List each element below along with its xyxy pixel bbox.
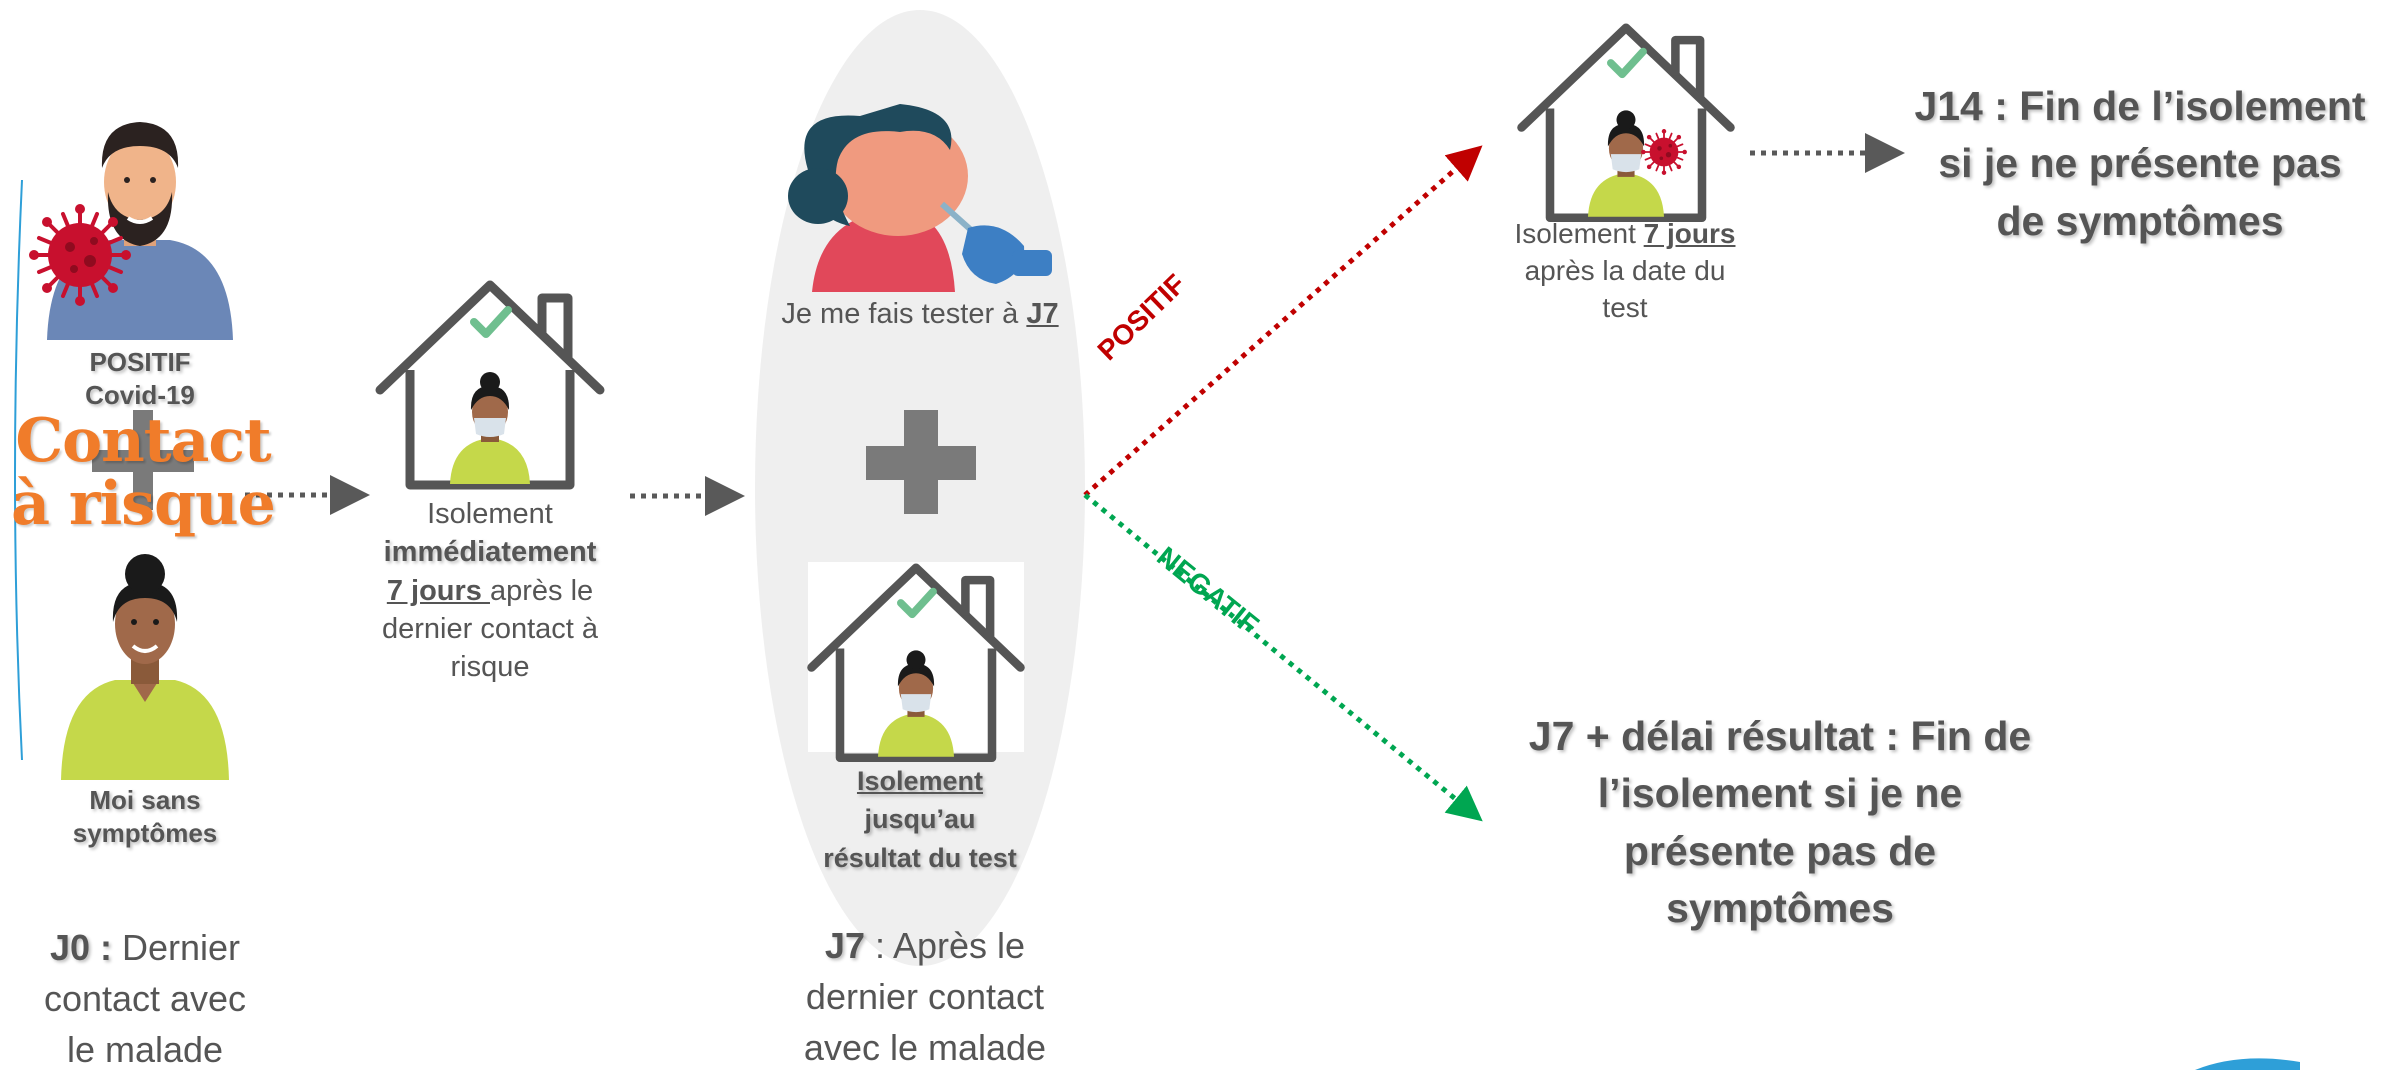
isolation-line3-rest: après le	[489, 574, 594, 607]
j7-line2: dernier contact	[805, 976, 1045, 1018]
isolation-house-icon	[380, 285, 600, 485]
overlay-line2: à risque	[11, 469, 276, 539]
j0-caption: J0 : Dernier contact avec le malade	[10, 922, 280, 1075]
me-person-label: Moi sans symptômes	[40, 784, 250, 849]
j14-end-text: J14 : Fin de l’isolement si je ne présen…	[1905, 78, 2375, 250]
isolation-until-result: Isolement jusqu’au résultat du test	[770, 762, 1070, 877]
j0-line1: Dernier	[122, 927, 241, 968]
j14-line1: J14 : Fin de l’isolement	[1914, 83, 2366, 129]
j14-line2: si je ne présente pas	[1938, 140, 2342, 187]
j14-line3: de symptômes	[1996, 197, 2284, 244]
pos-isolation-line1: Isolement	[1514, 218, 1644, 249]
isolation-line1: Isolement	[427, 498, 553, 530]
positive-branch-label: POSITIF	[1091, 268, 1191, 366]
neg-line1: J7 + délai résultat : Fin de	[1528, 713, 2032, 759]
neg-line4: symptômes	[1666, 885, 1894, 932]
test-caption-day: J7	[1026, 298, 1059, 330]
virus-small-icon	[1640, 128, 1688, 176]
j7-key: J7	[824, 925, 865, 966]
nasal-test-illustration	[788, 104, 1052, 292]
positive-person-label: POSITIF Covid-19	[40, 346, 240, 411]
overlay-line1: Contact	[15, 406, 271, 476]
until-result-line3: résultat du test	[823, 842, 1017, 873]
j7-line1: : Après le	[864, 925, 1026, 966]
me-label-line2: symptômes	[72, 817, 218, 848]
until-result-title: Isolement	[856, 766, 984, 796]
negative-end-text: J7 + délai résultat : Fin de l’isolement…	[1490, 708, 2070, 938]
arrow-positive-branch	[1083, 145, 1483, 497]
j0-line3: le malade	[66, 1029, 224, 1071]
negative-branch-label: NEGATIF	[1151, 541, 1264, 641]
positive-label-line2: Covid-19	[85, 379, 195, 410]
arrow-negative-branch	[1083, 493, 1483, 822]
isolation-step-caption: Isolement immédiatement 7 jours après le…	[345, 495, 635, 686]
pos-isolation-days: 7 jours	[1643, 218, 1736, 249]
isolation-line4: dernier contact à	[381, 612, 598, 645]
positive-isolation-caption: Isolement 7 jours après la date du test	[1480, 216, 1770, 327]
positive-house-icon	[1522, 28, 1731, 218]
neg-line2: l’isolement si je ne	[1597, 770, 1963, 817]
pos-isolation-line3: test	[1602, 291, 1648, 323]
test-caption: Je me fais tester à J7	[740, 296, 1100, 332]
plus-icon-oval	[866, 410, 976, 514]
isolation-days: 7 jours	[386, 574, 490, 607]
isolation-line2: immédiatement	[383, 536, 597, 569]
left-bracket	[14, 179, 23, 761]
test-caption-text: Je me fais tester à	[781, 298, 1027, 330]
positive-label-line1: POSITIF	[89, 347, 191, 377]
me-person-illustration	[61, 554, 229, 780]
corner-decoration	[2195, 1058, 2300, 1070]
virus-icon	[27, 202, 133, 308]
j7-caption: J7 : Après le dernier contact avec le ma…	[760, 920, 1090, 1073]
until-result-line2: jusqu’au	[864, 804, 976, 835]
isolation-line5: risque	[450, 651, 530, 684]
j0-key: J0 :	[49, 927, 112, 968]
j0-line2: contact avec	[43, 978, 247, 1020]
neg-line3: présente pas de	[1623, 827, 1937, 874]
contact-risk-overlay: Contact à risque	[8, 410, 278, 536]
me-label-line1: Moi sans	[89, 785, 201, 815]
pos-isolation-line2: après la date du	[1524, 254, 1726, 286]
plus-icon-left	[92, 410, 194, 510]
j7-line3: avec le malade	[803, 1027, 1047, 1069]
